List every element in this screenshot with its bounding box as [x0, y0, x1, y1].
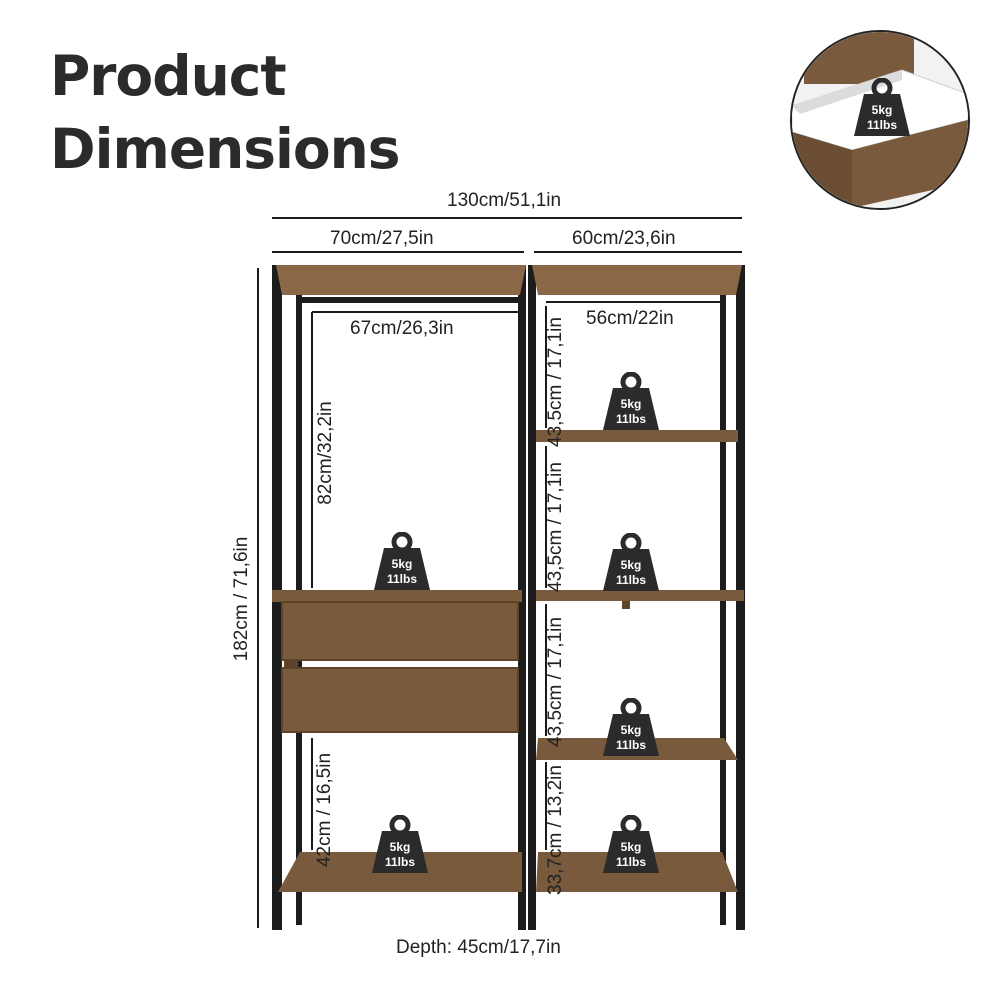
hanging-height-label: 82cm/32,2in	[315, 401, 336, 505]
weight-icon: 5kg 11lbs	[601, 698, 661, 758]
shelf-gap-1-label: 43,5cm / 17,1in	[545, 317, 566, 447]
middle-right-post	[528, 265, 536, 930]
title-line-1: Product	[50, 44, 287, 108]
lower-drawer	[281, 667, 519, 733]
upper-drawer	[281, 601, 519, 661]
svg-text:11lbs: 11lbs	[616, 738, 646, 752]
rail-width-label: 67cm/26,3in	[350, 318, 454, 339]
weight-icon: 5kg 11lbs	[852, 78, 912, 138]
svg-text:11lbs: 11lbs	[616, 573, 646, 587]
hanging-rail	[296, 297, 518, 303]
svg-text:11lbs: 11lbs	[867, 118, 897, 132]
shelf-gap-4-label: 33,7cm / 13,2in	[545, 765, 566, 895]
page-title: Product Dimensions	[50, 40, 401, 186]
depth-label: Depth: 45cm/17,7in	[396, 937, 561, 958]
svg-text:11lbs: 11lbs	[616, 412, 646, 426]
svg-text:5kg: 5kg	[390, 840, 411, 854]
title-line-2: Dimensions	[50, 117, 401, 181]
top-shelf-left	[276, 265, 526, 295]
right-inner-post	[720, 285, 726, 925]
svg-text:5kg: 5kg	[621, 397, 642, 411]
right-shelf-2	[536, 590, 744, 601]
right-inner-width-label: 56cm/22in	[586, 308, 674, 329]
total-height-label: 182cm / 71,6in	[231, 536, 252, 662]
svg-text:5kg: 5kg	[621, 558, 642, 572]
weight-icon: 5kg 11lbs	[601, 815, 661, 875]
left-bottom-height-label: 42cm / 16,5in	[314, 752, 335, 868]
weight-icon: 5kg 11lbs	[601, 372, 661, 432]
shelf-gap-3-label: 43,5cm / 17,1in	[545, 617, 566, 747]
svg-text:5kg: 5kg	[872, 103, 893, 117]
shelf-gap-2-label: 43,5cm / 17,1in	[545, 462, 566, 592]
svg-text:5kg: 5kg	[392, 557, 413, 571]
right-shelf-1	[536, 430, 738, 442]
svg-text:11lbs: 11lbs	[387, 572, 417, 586]
svg-text:11lbs: 11lbs	[616, 855, 646, 869]
left-width-label: 70cm/27,5in	[330, 228, 434, 249]
svg-text:11lbs: 11lbs	[385, 855, 415, 869]
svg-text:5kg: 5kg	[621, 723, 642, 737]
right-width-label: 60cm/23,6in	[572, 228, 676, 249]
total-width-label: 130cm/51,1in	[447, 190, 562, 211]
left-middle-shelf	[272, 590, 522, 602]
weight-icon: 5kg 11lbs	[601, 533, 661, 593]
weight-icon: 5kg 11lbs	[372, 532, 432, 592]
svg-text:5kg: 5kg	[621, 840, 642, 854]
weight-icon: 5kg 11lbs	[370, 815, 430, 875]
top-shelf-right	[532, 265, 742, 295]
